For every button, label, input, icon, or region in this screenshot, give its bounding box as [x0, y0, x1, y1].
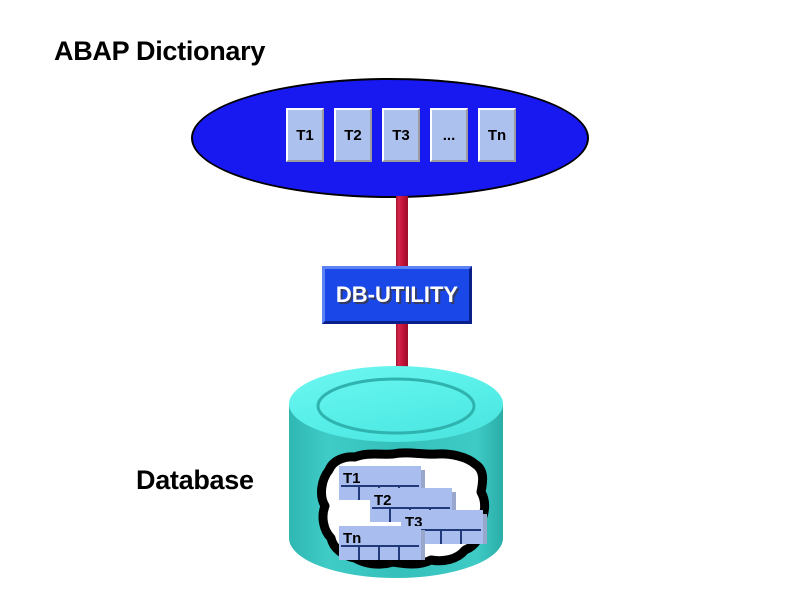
dictionary-table-chip[interactable]: T1	[286, 108, 324, 162]
dictionary-table-chip[interactable]: T2	[334, 108, 372, 162]
database-table-tn[interactable]: Tn	[339, 526, 425, 560]
dictionary-table-chip[interactable]: ...	[430, 108, 468, 162]
db-utility-box[interactable]: DB-UTILITY	[322, 266, 472, 324]
svg-text:Tn: Tn	[343, 530, 361, 547]
svg-text:T2: T2	[374, 492, 392, 509]
dictionary-table-chip[interactable]: Tn	[478, 108, 516, 162]
database-tables-blob: T1 T2 T3	[317, 448, 490, 569]
dictionary-table-list: T1 T2 T3 ... Tn	[286, 108, 516, 162]
dictionary-table-chip[interactable]: T3	[382, 108, 420, 162]
svg-text:T1: T1	[343, 470, 361, 487]
db-utility-label: DB-UTILITY	[335, 282, 459, 307]
database-label: Database	[136, 465, 254, 495]
abap-dictionary-label: ABAP Dictionary	[54, 36, 266, 66]
